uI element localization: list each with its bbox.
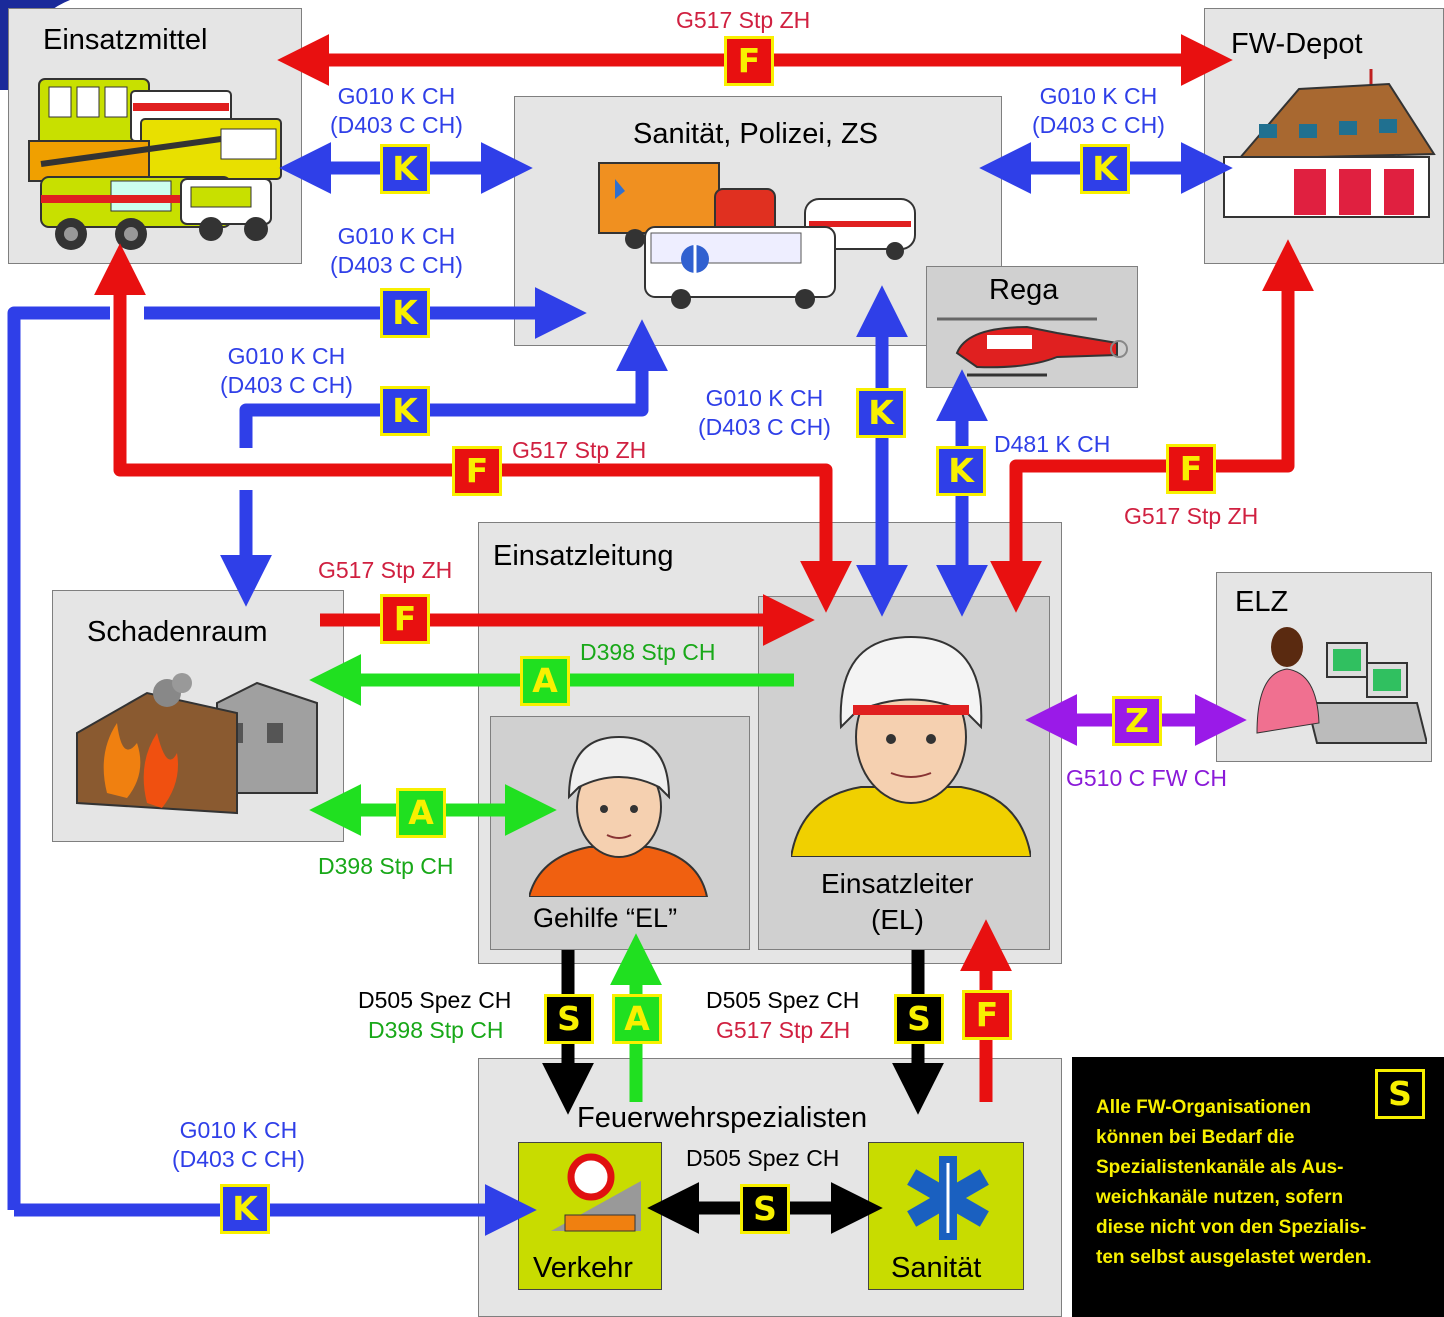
label-g010-1: G010 K CH(D403 C CH) [330, 83, 463, 138]
label-g517-2: G517 Stp ZH [512, 437, 647, 463]
badge-a-1: A [520, 656, 570, 706]
badge-z: Z [1112, 696, 1162, 746]
traffic-icon [551, 1153, 641, 1232]
label-g517-4: G517 Stp ZH [318, 557, 453, 583]
label-d505-3: D505 Spez CH [686, 1145, 840, 1171]
badge-f-top: F [724, 36, 774, 86]
label-g010-5: G010 K CH(D403 C CH) [698, 385, 831, 440]
note-box: S Alle FW-Organisationen können bei Beda… [1072, 1057, 1444, 1317]
star-of-life-icon [907, 1156, 989, 1240]
schadenraum-title: Schadenraum [87, 616, 268, 648]
arrow-loop-left [7, 306, 110, 1210]
badge-k-6: K [936, 446, 986, 496]
label-g010-2: G010 K CH(D403 C CH) [1032, 83, 1165, 138]
incident-commander-icon [791, 635, 1031, 857]
fire-trucks-icon [28, 78, 282, 250]
label-d398-3: D398 Stp CH [368, 1017, 504, 1043]
verkehr-box: Verkehr [518, 1142, 662, 1290]
einsatzmittel-box: Einsatzmittel [8, 8, 302, 264]
fire-station-icon [1223, 69, 1436, 218]
label-d505-2: D505 Spez CH [706, 987, 860, 1013]
einsatzmittel-title: Einsatzmittel [43, 24, 208, 56]
einsatzleiter-abbr: (EL) [871, 904, 924, 935]
label-d505-1: D505 Spez CH [358, 987, 512, 1013]
badge-a-3: A [612, 994, 662, 1044]
helper-firefighter-icon [529, 735, 709, 897]
badge-k-1: K [380, 144, 430, 194]
label-d398-1: D398 Stp CH [580, 639, 716, 665]
label-d481: D481 K CH [994, 431, 1111, 457]
schadenraum-box: Schadenraum [52, 590, 344, 842]
label-g517-5: G517 Stp ZH [716, 1017, 851, 1043]
note-badge-s: S [1375, 1069, 1425, 1119]
badge-k-4: K [380, 386, 430, 436]
badge-k-7: K [220, 1184, 270, 1234]
dispatcher-icon [1256, 627, 1427, 744]
badge-f-3: F [1166, 444, 1216, 494]
badge-f-2: F [452, 446, 502, 496]
badge-f-5: F [962, 990, 1012, 1040]
badge-s-1: S [544, 994, 594, 1044]
sanitaet-box: Sanität [868, 1142, 1024, 1290]
label-g010-3: G010 K CH(D403 C CH) [330, 223, 463, 278]
sanitaet-title: Sanität [891, 1252, 982, 1284]
note-text: Alle FW-Organisationen können bei Bedarf… [1096, 1097, 1372, 1268]
label-g010-6: G010 K CH(D403 C CH) [172, 1117, 305, 1172]
burning-house-icon [76, 673, 318, 815]
einsatzleiter-box: Einsatzleiter (EL) [758, 596, 1050, 950]
label-g517-top: G517 Stp ZH [676, 7, 811, 33]
label-g517-3: G517 Stp ZH [1124, 503, 1259, 529]
badge-f-4: F [380, 594, 430, 644]
badge-a-2: A [396, 788, 446, 838]
label-g010-4: G010 K CH(D403 C CH) [220, 343, 353, 398]
badge-k-5: K [856, 388, 906, 438]
badge-k-3: K [380, 288, 430, 338]
sanitaet-polizei-title: Sanität, Polizei, ZS [633, 118, 878, 150]
fw-depot-title: FW-Depot [1231, 28, 1363, 60]
badge-s-3: S [740, 1184, 790, 1234]
arrow-depot-el [990, 239, 1314, 613]
badge-s-2: S [894, 994, 944, 1044]
fw-depot-box: FW-Depot [1204, 8, 1444, 264]
einsatzleiter-title: Einsatzleiter [821, 868, 974, 899]
gehilfe-title: Gehilfe “EL” [533, 903, 678, 933]
feuerwehrspezialisten-title: Feuerwehrspezialisten [577, 1102, 868, 1134]
verkehr-title: Verkehr [533, 1252, 633, 1284]
label-g510: G510 C FW CH [1066, 765, 1228, 791]
label-d398-2: D398 Stp CH [318, 853, 454, 879]
badge-k-2: K [1080, 144, 1130, 194]
